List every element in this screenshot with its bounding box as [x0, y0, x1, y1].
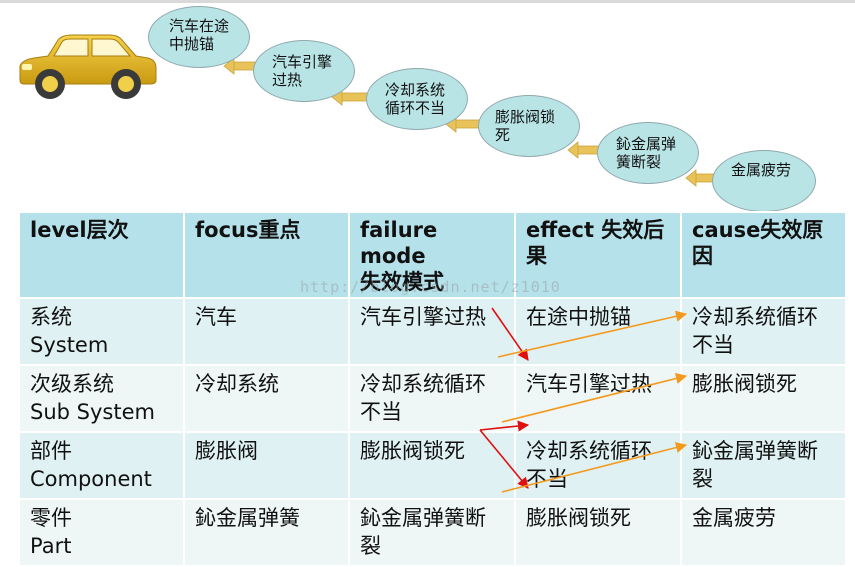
cell-text: 冷却系统	[195, 372, 279, 396]
header-text: focus重点	[195, 218, 301, 242]
cell-level: 零件 Part	[18, 498, 185, 567]
chain-bubble-line: 循环不当	[385, 99, 446, 117]
cell-text: 膨胀阀锁死	[526, 506, 631, 530]
cell-failure-mode: 膨胀阀锁死	[348, 431, 516, 500]
cell-effect: 在途中抛锚	[514, 297, 682, 366]
cell-text: 鈊金属弹簧	[195, 506, 300, 530]
header-focus: focus重点	[183, 211, 350, 299]
chain-bubble-breakdown: 汽车在途 中抛锚	[148, 6, 250, 68]
cell-cause: 膨胀阀锁死	[680, 364, 847, 433]
chain-bubble-line: 汽车在途	[169, 17, 230, 35]
cell-effect: 汽车引擎过热	[514, 364, 682, 433]
table-row-system: 系统 System 汽车 汽车引擎过热 在途中抛锚 冷却系统循环不当	[18, 297, 847, 366]
top-rule	[0, 0, 855, 3]
cell-text: 膨胀阀锁死	[360, 439, 465, 463]
cell-text: 系统	[30, 305, 72, 329]
chain-bubble-line: 簧断裂	[616, 153, 662, 171]
header-text: 果	[526, 244, 547, 268]
chain-bubble-line: 死	[495, 126, 511, 144]
header-text: failure mode	[360, 218, 438, 268]
cell-text: Sub System	[30, 400, 155, 424]
header-text: 因	[692, 244, 713, 268]
cell-text: 汽车引擎过热	[360, 305, 486, 329]
cell-text: 冷却系统循环	[360, 372, 486, 396]
chain-bubble-metal-fatigue: 金属疲劳	[712, 150, 816, 212]
cell-text: 冷却系统循环	[692, 305, 818, 329]
cell-text: 膨胀阀锁死	[692, 372, 797, 396]
cell-level: 系统 System	[18, 297, 185, 366]
cell-text: 不当	[526, 467, 568, 491]
header-effect: effect 失效后果	[514, 211, 682, 299]
cell-text: 鈊金属弹簧断	[692, 439, 818, 463]
cell-text: 膨胀阀	[195, 439, 258, 463]
cell-text: 鈊金属弹簧断	[360, 506, 486, 530]
header-text: level层次	[30, 218, 129, 242]
cell-text: 冷却系统循环	[526, 439, 652, 463]
cell-text: 部件	[30, 439, 72, 463]
cell-text: 次级系统	[30, 372, 114, 396]
cell-text: 不当	[360, 400, 402, 424]
header-cause: cause失效原因	[680, 211, 847, 299]
cell-text: System	[30, 333, 109, 357]
cell-failure-mode: 汽车引擎过热	[348, 297, 516, 366]
cell-text: 汽车	[195, 305, 237, 329]
header-text: cause失效原	[692, 218, 824, 242]
chain-arrow	[685, 169, 715, 187]
cell-focus: 鈊金属弹簧	[183, 498, 350, 567]
table-row-part: 零件 Part 鈊金属弹簧 鈊金属弹簧断裂 膨胀阀锁死 金属疲劳	[18, 498, 847, 567]
cell-cause: 冷却系统循环不当	[680, 297, 847, 366]
cell-effect: 冷却系统循环不当	[514, 431, 682, 500]
chain-bubble-line: 中抛锚	[169, 35, 215, 53]
chain-bubble-line: 金属疲劳	[731, 161, 792, 179]
chain-bubble-spring-fracture: 鈊金属弹 簧断裂	[597, 122, 699, 184]
header-text: effect 失效后	[526, 218, 665, 242]
chain-bubble-cooling-circulation: 冷却系统 循环不当	[366, 68, 468, 130]
cell-text: Part	[30, 534, 72, 558]
cell-text: 金属疲劳	[692, 506, 776, 530]
cell-text: 汽车引擎过热	[526, 372, 652, 396]
cell-text: 在途中抛锚	[526, 305, 631, 329]
watermark: http://blog.csdn.net/z1010	[300, 278, 561, 296]
table-row-subsystem: 次级系统 Sub System 冷却系统 冷却系统循环不当 汽车引擎过热 膨胀阀锁…	[18, 364, 847, 433]
cell-failure-mode: 鈊金属弹簧断裂	[348, 498, 516, 567]
table-row-component: 部件 Component 膨胀阀 膨胀阀锁死 冷却系统循环不当 鈊金属弹簧断裂	[18, 431, 847, 500]
cell-effect: 膨胀阀锁死	[514, 498, 682, 567]
header-level: level层次	[18, 211, 185, 299]
cell-focus: 膨胀阀	[183, 431, 350, 500]
cell-text: 零件	[30, 506, 72, 530]
chain-bubble-engine-overheat: 汽车引擎 过热	[253, 40, 355, 102]
chain-arrow	[567, 141, 601, 159]
chain-bubble-line: 冷却系统	[385, 81, 446, 99]
car-icon	[19, 34, 157, 99]
chain-bubble-line: 过热	[272, 71, 303, 89]
chain-arrow	[223, 57, 256, 75]
chain-bubble-line: 汽车引擎	[272, 53, 333, 71]
cell-text: Component	[30, 467, 152, 491]
cell-text: 不当	[692, 333, 734, 357]
cell-level: 部件 Component	[18, 431, 185, 500]
cell-text: 裂	[360, 534, 381, 558]
cell-failure-mode: 冷却系统循环不当	[348, 364, 516, 433]
cell-cause: 鈊金属弹簧断裂	[680, 431, 847, 500]
cell-focus: 汽车	[183, 297, 350, 366]
cell-text: 裂	[692, 467, 713, 491]
chain-bubble-valve-locked: 膨胀阀锁 死	[478, 95, 580, 157]
header-text: 失效模式	[360, 270, 444, 294]
chain-bubble-line: 鈊金属弹	[616, 135, 677, 153]
cell-focus: 冷却系统	[183, 364, 350, 433]
cell-level: 次级系统 Sub System	[18, 364, 185, 433]
chain-bubble-line: 膨胀阀锁	[495, 108, 556, 126]
cell-cause: 金属疲劳	[680, 498, 847, 567]
